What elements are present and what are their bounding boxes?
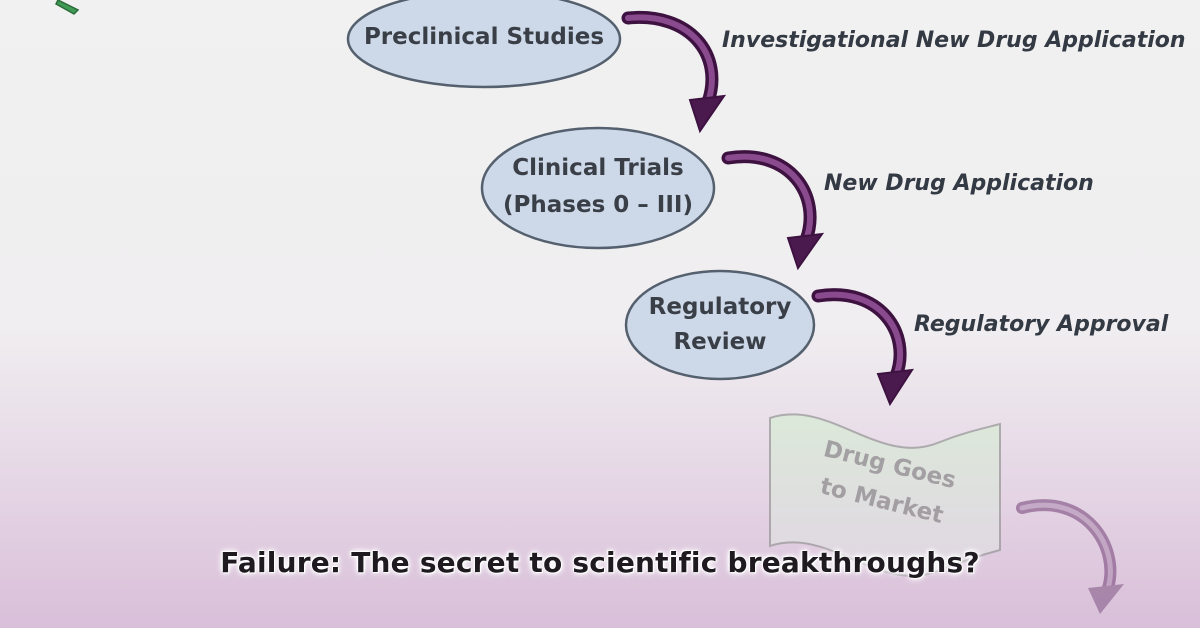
caption-title: Failure: The secret to scientific breakt… [220, 546, 980, 579]
edge-label-approval: Regulatory Approval [914, 312, 1169, 337]
node-regulatory-label-2: Review [673, 329, 766, 355]
edge-label-ind: Investigational New Drug Application [722, 28, 1186, 53]
node-clinical-label-2: (Phases 0 – III) [503, 192, 693, 218]
edge-label-nda: New Drug Application [824, 171, 1094, 196]
node-preclinical-label: Preclinical Studies [364, 24, 604, 50]
node-regulatory-label-1: Regulatory [649, 294, 792, 320]
node-clinical-label-1: Clinical Trials [512, 155, 683, 181]
node-drug-goes-to-market: Drug Goes to Market [769, 413, 1001, 577]
arrow-approval [811, 288, 914, 407]
arrow-ind [621, 10, 727, 134]
node-preclinical-studies: Preclinical Studies [346, 0, 622, 89]
node-regulatory-review: Regulatory Review [624, 269, 816, 381]
corner-arrow-icon [55, 0, 80, 15]
arrow-faded [1016, 499, 1124, 614]
node-clinical-trials: Clinical Trials (Phases 0 – III) [480, 126, 716, 250]
arrow-nda [721, 150, 825, 271]
